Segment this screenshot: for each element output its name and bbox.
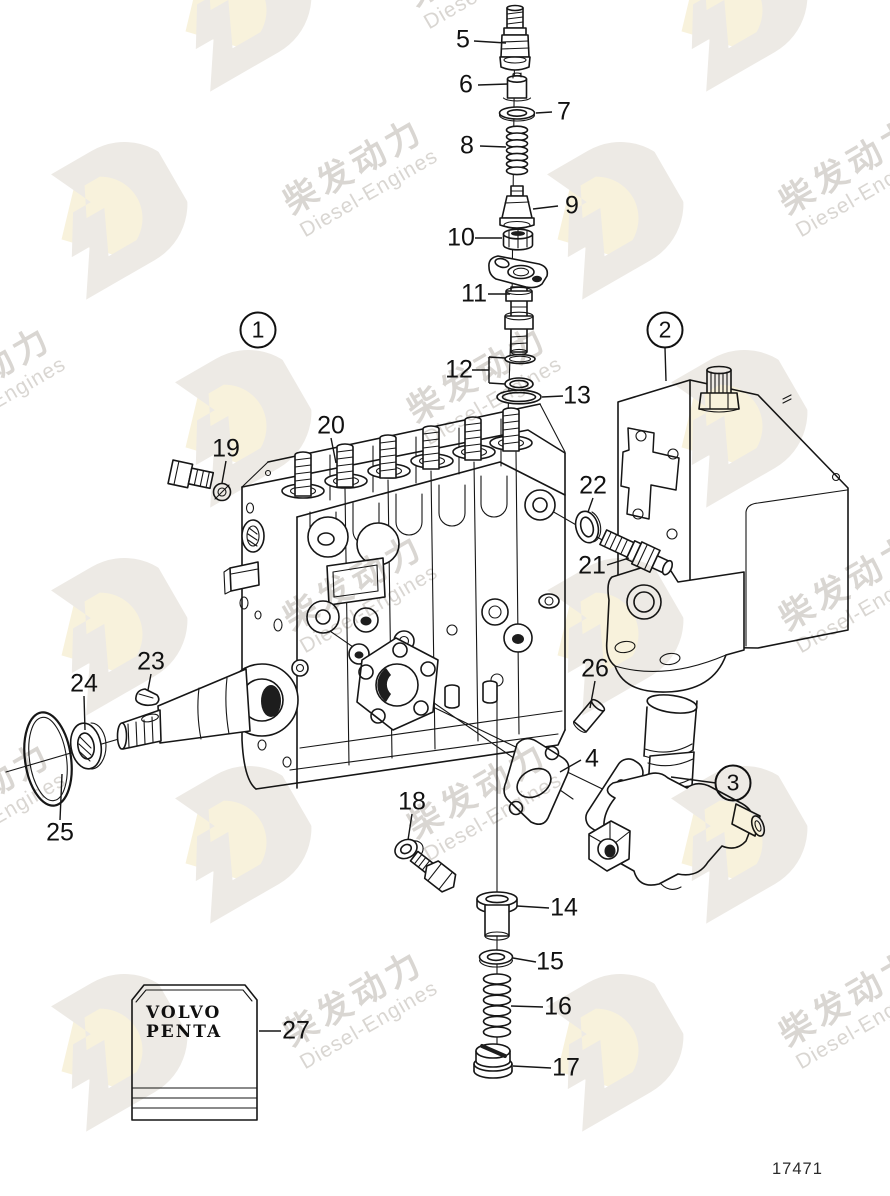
shaft-seal — [69, 722, 107, 770]
pump-housing — [223, 403, 566, 790]
o-ring-large — [23, 711, 73, 807]
plug-19 — [167, 459, 232, 502]
part-10 — [502, 228, 534, 251]
camshaft — [116, 668, 251, 750]
drawing-number: 17471 — [772, 1160, 823, 1178]
plug-18 — [394, 838, 457, 893]
top-ports — [281, 435, 533, 499]
part-17-plug — [473, 1043, 513, 1079]
seal-washer-22 — [574, 510, 602, 544]
pin-26 — [573, 698, 606, 733]
part-9 — [499, 185, 535, 230]
part-11 — [488, 255, 549, 356]
side-cover — [605, 365, 849, 693]
part-6 — [502, 72, 532, 102]
decal-line2: PENTA — [146, 1022, 222, 1042]
feed-pump-flange — [356, 637, 439, 731]
part-16-spring — [482, 973, 512, 1038]
hand-primer-pump — [585, 694, 766, 890]
decal-line1: VOLVO — [145, 1003, 221, 1023]
woodruff-key — [135, 688, 160, 707]
part-14 — [476, 891, 518, 941]
volvo-penta-decal: VOLVO PENTA — [131, 984, 258, 1121]
part-5 — [499, 4, 531, 71]
part-15 — [478, 949, 514, 968]
gasket-4 — [503, 737, 570, 826]
part-8-spring — [505, 125, 529, 176]
part-7 — [498, 106, 536, 122]
part-13-ring — [496, 389, 542, 405]
